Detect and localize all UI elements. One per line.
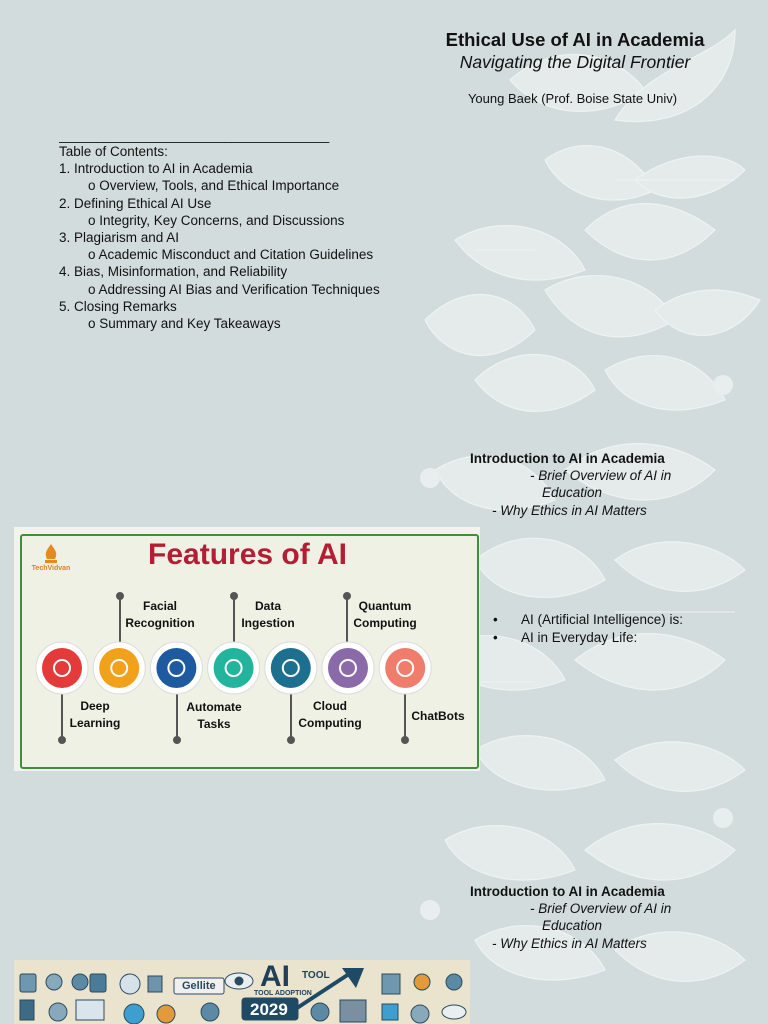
label-line: Quantum [358, 599, 412, 613]
toc-item: 2. Defining Ethical AI Use [59, 195, 212, 211]
label-deep-learning: Deep Learning [50, 698, 140, 732]
cloud-computing-icon [264, 641, 318, 695]
intro-line: - Brief Overview of AI in [530, 901, 672, 916]
toc-subitem: o Summary and Key Takeaways [88, 316, 281, 332]
toc-item: 1. Introduction to AI in Academia [59, 161, 253, 177]
label-chatbots: ChatBots [403, 708, 473, 725]
toc-subitem: o Academic Misconduct and Citation Guide… [88, 247, 374, 263]
bullet-item: AI in Everyday Life: [493, 629, 683, 647]
toc-subitem: o Overview, Tools, and Ethical Importanc… [88, 178, 340, 194]
ai-banner-big-text: AI [260, 960, 290, 993]
ai-banner-graphic [19, 968, 467, 1024]
page-subtitle: Navigating the Digital Frontier [459, 52, 691, 72]
toc-item: 3. Plagiarism and AI [59, 230, 180, 246]
chatbot-icon [378, 641, 432, 695]
bullet-item: AI (Artificial Intelligence) is: [493, 611, 683, 629]
intro-line: - Why Ethics in AI Matters [492, 503, 647, 518]
logo-text: TechVidvan [31, 565, 71, 572]
intro-line: - Why Ethics in AI Matters [492, 936, 647, 951]
facial-recognition-icon [92, 641, 146, 695]
ai-banner-year: 2029 [250, 1000, 288, 1019]
label-line: Cloud [313, 699, 347, 713]
toc-heading: Table of Contents: [59, 144, 168, 159]
ai-tool-adoption-image: AI TOOL TOOL ADOPTION 2029 Gellite [14, 960, 470, 1024]
label-line: Data [254, 599, 281, 613]
flame-logo-icon [45, 544, 57, 563]
table-of-contents: ____________________________________ Tab… [59, 131, 380, 332]
label-line: ChatBots [411, 709, 465, 723]
label-line: Tasks [197, 717, 231, 731]
quantum-computing-icon [321, 641, 375, 695]
label-line: Computing [353, 616, 417, 630]
intro-heading: Introduction to AI in Academia [470, 884, 665, 899]
toc-item: 4. Bias, Misinformation, and Reliability [59, 264, 288, 280]
label-line: Facial [142, 599, 178, 613]
ai-banner-tool-text: TOOL [302, 970, 330, 981]
toc-subitem: o Addressing AI Bias and Verification Te… [88, 281, 380, 297]
page-title: Ethical Use of AI in Academia [445, 29, 705, 50]
label-line: Deep [80, 699, 110, 713]
toc-subitem: o Integrity, Key Concerns, and Discussio… [88, 212, 345, 228]
label-line: Computing [298, 716, 362, 730]
data-ingestion-icon [207, 641, 261, 695]
techvidvan-logo: TechVidvan [27, 543, 75, 572]
label-line: Learning [69, 716, 121, 730]
intro-line: - Brief Overview of AI in [530, 468, 672, 483]
label-automate-tasks: Automate Tasks [169, 699, 259, 733]
intro-line: Education [542, 918, 603, 933]
author-line: Young Baek (Prof. Boise State Univ) [467, 91, 678, 106]
label-data-ingestion: Data Ingestion [218, 598, 318, 632]
toc-item: 5. Closing Remarks [59, 298, 177, 314]
intro-line: Education [542, 485, 603, 500]
toc-rule: ____________________________________ [59, 131, 330, 143]
ai-banner-adoption-text: TOOL ADOPTION [254, 990, 312, 997]
label-line: Automate [186, 700, 242, 714]
label-line: Ingestion [241, 616, 295, 630]
leaf-pattern-background [420, 28, 761, 982]
intro-heading: Introduction to AI in Academia [470, 451, 665, 466]
deep-learning-icon [35, 641, 89, 695]
label-facial-recognition: Facial Recognition [105, 598, 215, 632]
ai-banner-brand: Gellite [182, 980, 216, 992]
label-quantum-computing: Quantum Computing [335, 598, 435, 632]
label-line: Recognition [125, 616, 195, 630]
features-title: Features of AI [148, 538, 347, 571]
label-cloud-computing: Cloud Computing [285, 698, 375, 732]
automate-tasks-icon [149, 641, 203, 695]
bullet-list: AI (Artificial Intelligence) is: AI in E… [493, 611, 683, 646]
features-diagram [35, 592, 432, 744]
